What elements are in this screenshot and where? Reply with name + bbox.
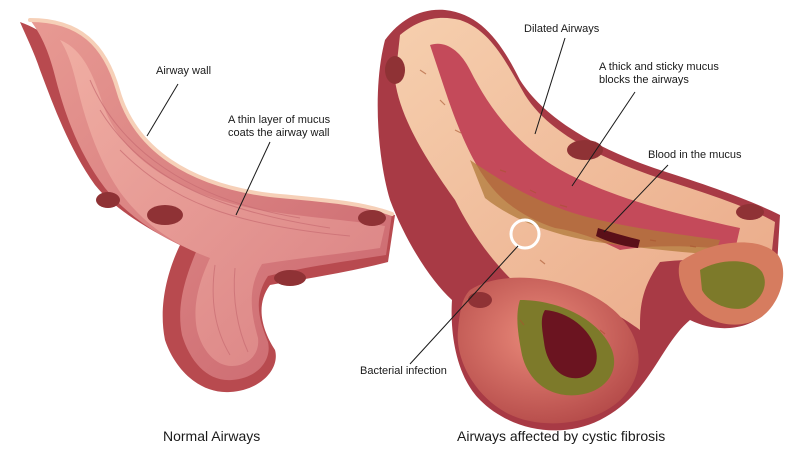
label-bacterial-infection: Bacterial infection (360, 365, 447, 377)
leader-thick-mucus (571, 91, 636, 187)
label-thick-mucus-line1: A thick and sticky mucus (599, 61, 719, 73)
label-thin-mucus-line1: A thin layer of mucus (228, 114, 331, 126)
normal-airway-illustration (20, 18, 395, 393)
leader-bacterial (409, 245, 519, 365)
label-thick-mucus: A thick and sticky mucus blocks the airw… (599, 61, 719, 87)
label-thin-mucus: A thin layer of mucus coats the airway w… (228, 114, 330, 140)
label-thin-mucus-line2: coats the airway wall (228, 127, 330, 139)
normal-airway-folds (89, 79, 351, 356)
cf-airway-illustration (377, 9, 784, 431)
cf-blood-streak (596, 228, 640, 248)
cf-mucus-band (470, 160, 720, 255)
leader-lines (146, 37, 669, 365)
leader-thin-mucus (235, 141, 271, 216)
normal-airway-rim (28, 18, 394, 216)
cf-tissue-texture (419, 69, 697, 335)
leader-dilated (534, 37, 566, 135)
cf-airway-bumps (385, 56, 764, 308)
cf-airway-tissue (395, 17, 775, 331)
bacterial-infection-marker (509, 218, 541, 250)
leader-blood (603, 164, 669, 233)
label-blood-in-mucus: Blood in the mucus (648, 149, 742, 161)
caption-cf-airways: Airways affected by cystic fibrosis (457, 428, 666, 444)
leader-airway-wall (146, 83, 179, 137)
label-airway-wall: Airway wall (156, 65, 212, 77)
cf-bulb-lumen (541, 310, 597, 379)
cf-cut-end-mucus (700, 261, 765, 309)
label-dilated-airways: Dilated Airways (524, 23, 600, 35)
label-thick-mucus-line2: blocks the airways (599, 74, 689, 86)
normal-airway-bumps (96, 192, 386, 286)
caption-normal-airways: Normal Airways (163, 428, 261, 444)
